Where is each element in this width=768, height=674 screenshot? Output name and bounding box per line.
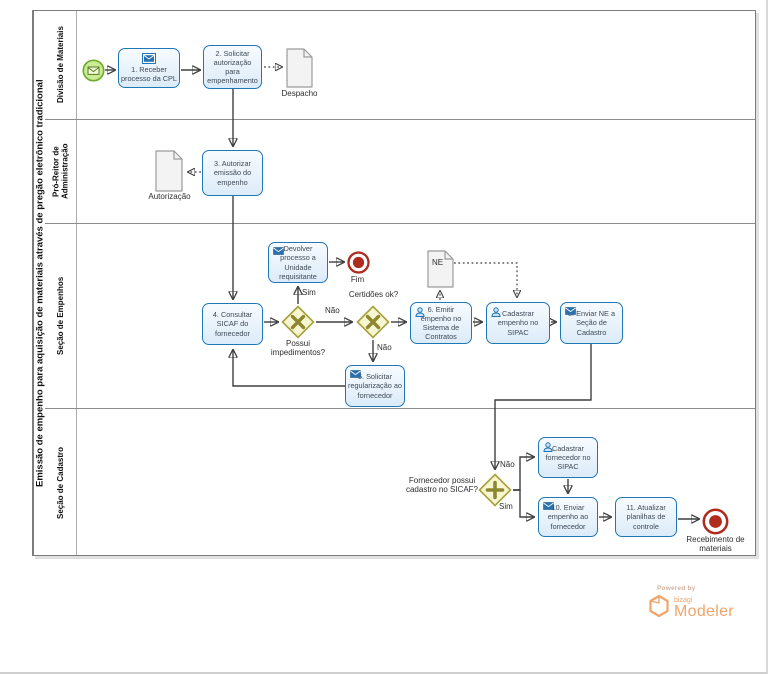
task-4-consultar-sicaf[interactable]: 4. Consultar SICAF do fornecedor [202, 303, 263, 345]
data-object-despacho[interactable] [286, 48, 313, 88]
task-9-cadastrar-fornecedor[interactable]: Cadastrar fornecedor no SIPAC [538, 437, 598, 478]
end-event-fim-label: Fim [350, 275, 365, 284]
data-object-autorizacao[interactable] [155, 150, 183, 192]
powered-by-label: Powered by [657, 585, 696, 592]
task-11-atualizar-planilhas[interactable]: 11. Atualizar planilhas de controle [615, 497, 677, 537]
user-icon [415, 307, 425, 317]
plus-marker [485, 480, 505, 500]
lane-divider [45, 408, 755, 409]
task-label: 10. Enviar empenho ao fornecedor [547, 503, 589, 531]
send-message-icon [543, 502, 554, 510]
task-label: 1. Receber processo da CPL [121, 64, 177, 83]
pool-title: Emissão de empenho para aquisição de mat… [33, 11, 46, 555]
task-label: Cadastrar empenho no SIPAC [497, 309, 539, 337]
task-8-enviar-ne[interactable]: 8. Enviar NE a Seção de Cadastro [560, 302, 623, 344]
gateway-2-label: Certidões ok? [348, 290, 399, 299]
bizagi-logo-icon [648, 594, 670, 623]
end-event-recebimento-label: Recebimento de materiais [686, 535, 745, 553]
end-event-fim[interactable] [347, 251, 370, 274]
task-label: Cadastrar fornecedor no SIPAC [545, 443, 591, 472]
task-3-autorizar-emissao[interactable]: 3. Autorizar emissão do empenho [202, 150, 263, 196]
xor-marker [365, 314, 381, 330]
task-label: 11. Atualizar planilhas de controle [626, 503, 666, 531]
send-message-icon [273, 247, 284, 255]
message-icon [142, 52, 156, 64]
user-icon [491, 307, 501, 317]
despacho-label: Despacho [281, 89, 318, 98]
send-message-icon [350, 370, 361, 378]
task-label: 4. Consultar SICAF do fornecedor [212, 310, 253, 338]
gateway-possui-impedimentos[interactable] [281, 305, 315, 339]
flow-label-nao: Não [500, 460, 515, 469]
send-message-icon [565, 307, 576, 315]
task-1-receber-processo[interactable]: 1. Receber processo da CPL [118, 48, 180, 88]
lane-label-pro-reitor: Pró-Reitor de Administração [51, 143, 70, 200]
flow-label-nao: Não [377, 343, 392, 352]
flow-label-sim: Sim [302, 288, 316, 297]
task-2-solicitar-autorizacao[interactable]: 2. Solicitar autorização para empenhamen… [203, 45, 262, 89]
bizagi-wordmark: bizagi [674, 597, 693, 604]
lane-divider [45, 223, 755, 224]
envelope-icon [87, 66, 100, 75]
task-label: 8. Enviar NE a Seção de Cadastro [567, 309, 616, 337]
task-5-solicitar-regularizacao[interactable]: 5. Solicitar regularização ao fornecedor [345, 365, 405, 407]
process-pool [32, 10, 756, 556]
task-10-enviar-empenho[interactable]: 10. Enviar empenho ao fornecedor [538, 497, 598, 537]
gateway-fornecedor-possui-cadastro[interactable] [478, 473, 512, 507]
lane-divider [45, 119, 755, 120]
bizagi-branding: Powered by bizagi Modeler [648, 585, 763, 623]
flow-label-nao: Não [325, 306, 340, 315]
ne-label: NE [432, 258, 444, 267]
user-icon [543, 442, 553, 452]
task-label: 6. Emitir empenho no Sistema de Contrato… [420, 304, 462, 342]
task-devolver-processo[interactable]: Devolver processo a Unidade requisitante [268, 242, 328, 283]
task-6-emitir-empenho[interactable]: 6. Emitir empenho no Sistema de Contrato… [410, 302, 472, 344]
autorizacao-label: Autorização [148, 192, 191, 201]
gateway-certidoes-ok[interactable] [356, 305, 390, 339]
lane-name-separator [76, 11, 77, 555]
lane-label-divisao-de-materiais: Divisão de Materiais [56, 26, 65, 104]
task-label: 3. Autorizar emissão do empenho [213, 159, 252, 187]
task-label: Devolver processo a Unidade requisitante [279, 244, 317, 281]
task-label: 2. Solicitar autorização para empenhamen… [207, 48, 258, 86]
flow-label-sim: Sim [499, 502, 513, 511]
lane-label-secao-de-cadastro: Seção de Cadastro [56, 446, 65, 519]
lane-label-secao-de-empenhos: Seção de Empenhos [56, 276, 65, 356]
task-label: 5. Solicitar regularização ao fornecedor [348, 372, 402, 400]
xor-marker [290, 314, 306, 330]
gateway-3-label: Fornecedor possui cadastro no SICAF? [405, 476, 479, 494]
gateway-1-label: Possui impedimentos? [270, 339, 326, 357]
task-7-cadastrar-empenho[interactable]: Cadastrar empenho no SIPAC [486, 302, 550, 344]
data-object-ne[interactable] [427, 250, 454, 288]
start-event-message[interactable] [82, 59, 105, 82]
modeler-wordmark: Modeler [674, 603, 734, 620]
end-event-recebimento[interactable] [702, 508, 729, 535]
